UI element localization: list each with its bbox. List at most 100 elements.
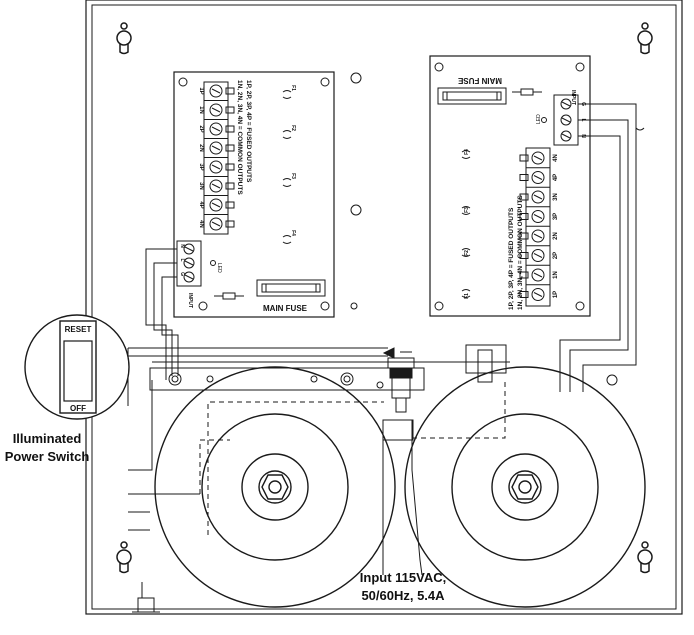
terminal-tab [225, 182, 235, 190]
screw-slot [533, 214, 543, 219]
screw-slot [533, 272, 543, 278]
left-fused-outputs-text: 1P, 2P, 3P, 4P = FUSED OUTPUTS [245, 80, 252, 183]
terminal-tab [225, 163, 235, 171]
left-fuse-f3 [282, 178, 292, 187]
terminal-screw [209, 217, 223, 231]
terminal-screw [209, 179, 223, 193]
right-terminal-label: 3N [553, 193, 559, 201]
right-terminal-label: 1P [553, 291, 559, 298]
right-led [541, 117, 547, 123]
right-fuse-f1 [461, 289, 471, 298]
terminal-tab [225, 201, 235, 209]
left-resistor [214, 292, 244, 300]
terminal-tab [519, 154, 529, 162]
input-spec-line2: 50/60Hz, 5.4A [361, 588, 445, 603]
left-main-fuse [256, 279, 326, 297]
left-fuse-label: F4 [290, 230, 296, 236]
left-fuse-f2 [282, 130, 292, 139]
standoff-hole [350, 302, 358, 310]
terminal-screw [209, 198, 223, 212]
keyhole-bottom-left [116, 541, 132, 574]
standoff-hole [606, 374, 618, 386]
left-fuse-f1 [282, 90, 292, 99]
left-main-fuse-label: MAIN FUSE [263, 304, 308, 313]
screw-slot [211, 126, 221, 132]
terminal-tab [519, 232, 529, 240]
right-terminal-label: 4N [553, 154, 559, 162]
left-fuse-label: F3 [290, 173, 296, 179]
screw-slot [211, 221, 221, 227]
screw-slot [211, 202, 221, 208]
screw-slot [211, 88, 221, 94]
screw-slot [211, 107, 221, 113]
left-led [210, 260, 216, 266]
left-input-terminal-label: G [179, 272, 185, 276]
right-power-board [429, 55, 591, 317]
screw-slot [211, 145, 221, 151]
enclosure-inner [91, 4, 677, 610]
right-fuse-label: F2 [464, 250, 470, 256]
screw-slot [533, 155, 543, 161]
terminal-tab [225, 106, 235, 114]
right-terminal-block [519, 147, 551, 307]
left-input-terminal-label: N [179, 244, 185, 248]
terminal-screw [531, 151, 545, 165]
right-fused-outputs-text: 1P, 2P, 3P, 4P = FUSED OUTPUTS [508, 207, 515, 310]
left-terminal-label: 3N [198, 182, 204, 190]
left-terminal-label: 1N [198, 106, 204, 114]
right-fuse-label: F1 [464, 293, 470, 299]
terminal-screw [531, 288, 545, 301]
right-input-label: INPUT [570, 90, 576, 105]
terminal-screw [209, 84, 223, 98]
terminal-screw [209, 103, 223, 117]
internal-wire-dashed [412, 380, 506, 439]
screw-slot [533, 175, 543, 180]
switch-reset-label: RESET [65, 325, 92, 334]
enclosure-outer [85, 0, 683, 615]
terminal-tab [225, 144, 235, 152]
left-terminal-label: 2N [198, 144, 204, 152]
terminal-tab [519, 213, 529, 220]
terminal-tab [519, 193, 529, 201]
right-terminal-label: 2N [553, 232, 559, 240]
right-input-terminal-label: G [580, 102, 586, 106]
terminal-tab [519, 271, 529, 279]
terminal-screw [209, 160, 223, 174]
right-main-fuse-label: MAIN FUSE [457, 76, 502, 85]
screw-slot [533, 253, 543, 258]
right-common-outputs-text: 1N, 2N, 3N, 4N = COMMON OUTPUTS [517, 195, 524, 310]
screw-slot [211, 164, 221, 170]
right-main-fuse [437, 87, 507, 105]
left-power-board [173, 71, 335, 318]
left-terminal-label: 4P [198, 201, 204, 208]
left-terminal-label: 4N [198, 220, 204, 228]
left-terminal-block [203, 81, 235, 235]
left-common-outputs-text: 1N, 2N, 3N, 4N = COMMON OUTPUTS [236, 80, 243, 195]
terminal-screw [209, 141, 223, 155]
right-toroid-transformer [404, 366, 646, 608]
right-fuse-label: F4 [464, 149, 470, 155]
right-fuse-f3 [461, 206, 471, 215]
terminal-screw [531, 249, 545, 262]
terminal-screw [209, 122, 223, 136]
left-fuse-f4 [282, 235, 292, 244]
left-led-label: LED [216, 263, 222, 273]
left-fuse-label: F1 [290, 85, 296, 91]
ground-connector [132, 582, 160, 613]
right-terminal-label: 4P [553, 174, 559, 181]
terminal-screw [531, 229, 545, 243]
standoff-hole [376, 381, 384, 389]
terminal-screw [531, 268, 545, 282]
left-terminal-label: 3P [198, 163, 204, 170]
left-input-label: INPUT [187, 293, 193, 308]
switch-off-label: OFF [70, 404, 86, 413]
terminal-tab [225, 125, 235, 133]
left-fuse-label: F2 [290, 125, 296, 131]
screw-slot [533, 233, 543, 239]
standoff-hole [350, 204, 362, 216]
right-input-terminal-label: N [580, 134, 586, 138]
left-terminal-label: 2P [198, 125, 204, 132]
terminal-tab [519, 291, 529, 298]
terminal-tab [519, 174, 529, 181]
